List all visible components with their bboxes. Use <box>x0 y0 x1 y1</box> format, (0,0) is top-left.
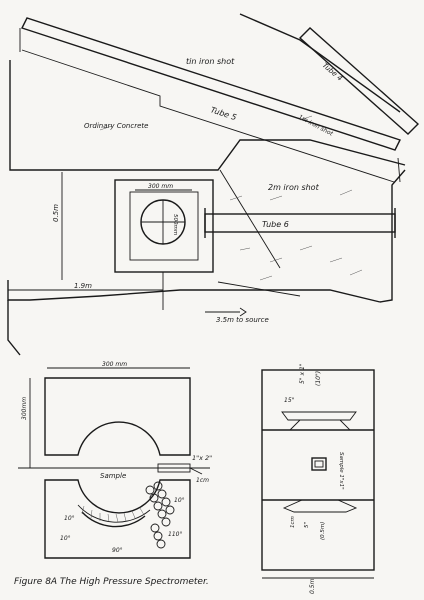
shield-inner-line <box>219 169 281 269</box>
tube6 <box>204 208 396 238</box>
side-view: 15" 5" x 1" (10") Sample 1"x1" 1cm 5" (0… <box>261 363 375 594</box>
label-angle-10-bottom: 10° <box>60 535 71 542</box>
label-dim-500mm: 500mm <box>172 214 178 235</box>
label-sample: Sample <box>100 472 126 480</box>
label-tin-iron-shot: tin iron shot <box>186 57 235 66</box>
label-side-sample: Sample 1"x1" <box>338 452 344 490</box>
label-beam-out: 1cm <box>196 477 209 484</box>
label-angle-90: 90° <box>112 547 123 554</box>
label-dim-300mm-top: 300 mm <box>148 183 173 190</box>
label-angle-10-left: 10° <box>64 515 75 522</box>
label-side-bottom-a: 1cm <box>290 516 296 528</box>
detector-bank <box>77 504 151 528</box>
label-side-15: 15" <box>284 397 295 404</box>
shield-right-edge <box>379 169 406 303</box>
shield-inner-line-2 <box>217 281 301 297</box>
label-side-top-a: 5" x 1" <box>299 363 306 384</box>
tube4 <box>298 27 420 135</box>
shield-left-lower <box>7 300 21 356</box>
label-2m-iron-shot: 2m iron shot <box>268 183 320 192</box>
label-dim-0-5m-bottom: 0.5m <box>309 578 316 594</box>
figure-caption: Figure 8A The High Pressure Spectrometer… <box>14 577 209 587</box>
label-dim-0-5m: 0.5m <box>52 204 60 222</box>
label-beam-in: 1"x 2" <box>192 454 212 462</box>
shot-hatching <box>99 115 363 281</box>
shield-lower-edge <box>7 280 381 303</box>
label-side-top-b: (10") <box>315 371 322 386</box>
label-tube6: Tube 6 <box>262 220 289 229</box>
detector-stack <box>145 481 175 549</box>
detector-inner <box>129 191 199 261</box>
label-tube4: Tube 4 <box>321 61 344 82</box>
label-angle-110: 110° <box>168 531 182 538</box>
plan-view: 300 mm 300mm Sample 1"x 2" 1cm 10° 10° 9… <box>18 361 212 559</box>
label-dim-3-5m: 3.5m to source <box>216 316 269 324</box>
detector-housing <box>114 179 214 273</box>
label-dim-1-9m: 1.9m <box>74 282 92 290</box>
shield-upper-edge <box>239 13 401 113</box>
label-side-bottom-b: 5" <box>304 522 310 528</box>
label-dim-300mm-side: 300mm <box>21 397 28 420</box>
tube5 <box>19 17 401 183</box>
label-ordinary-concrete: Ordinary Concrete <box>84 122 148 130</box>
label-tube5: Tube 5 <box>209 105 237 122</box>
label-side-bottom-c: (0.5m) <box>320 522 326 540</box>
label-angle-10-right: 10° <box>174 497 185 504</box>
label-dim-300mm-bottom: 300 mm <box>102 361 127 368</box>
shield-outline-top <box>9 60 406 171</box>
